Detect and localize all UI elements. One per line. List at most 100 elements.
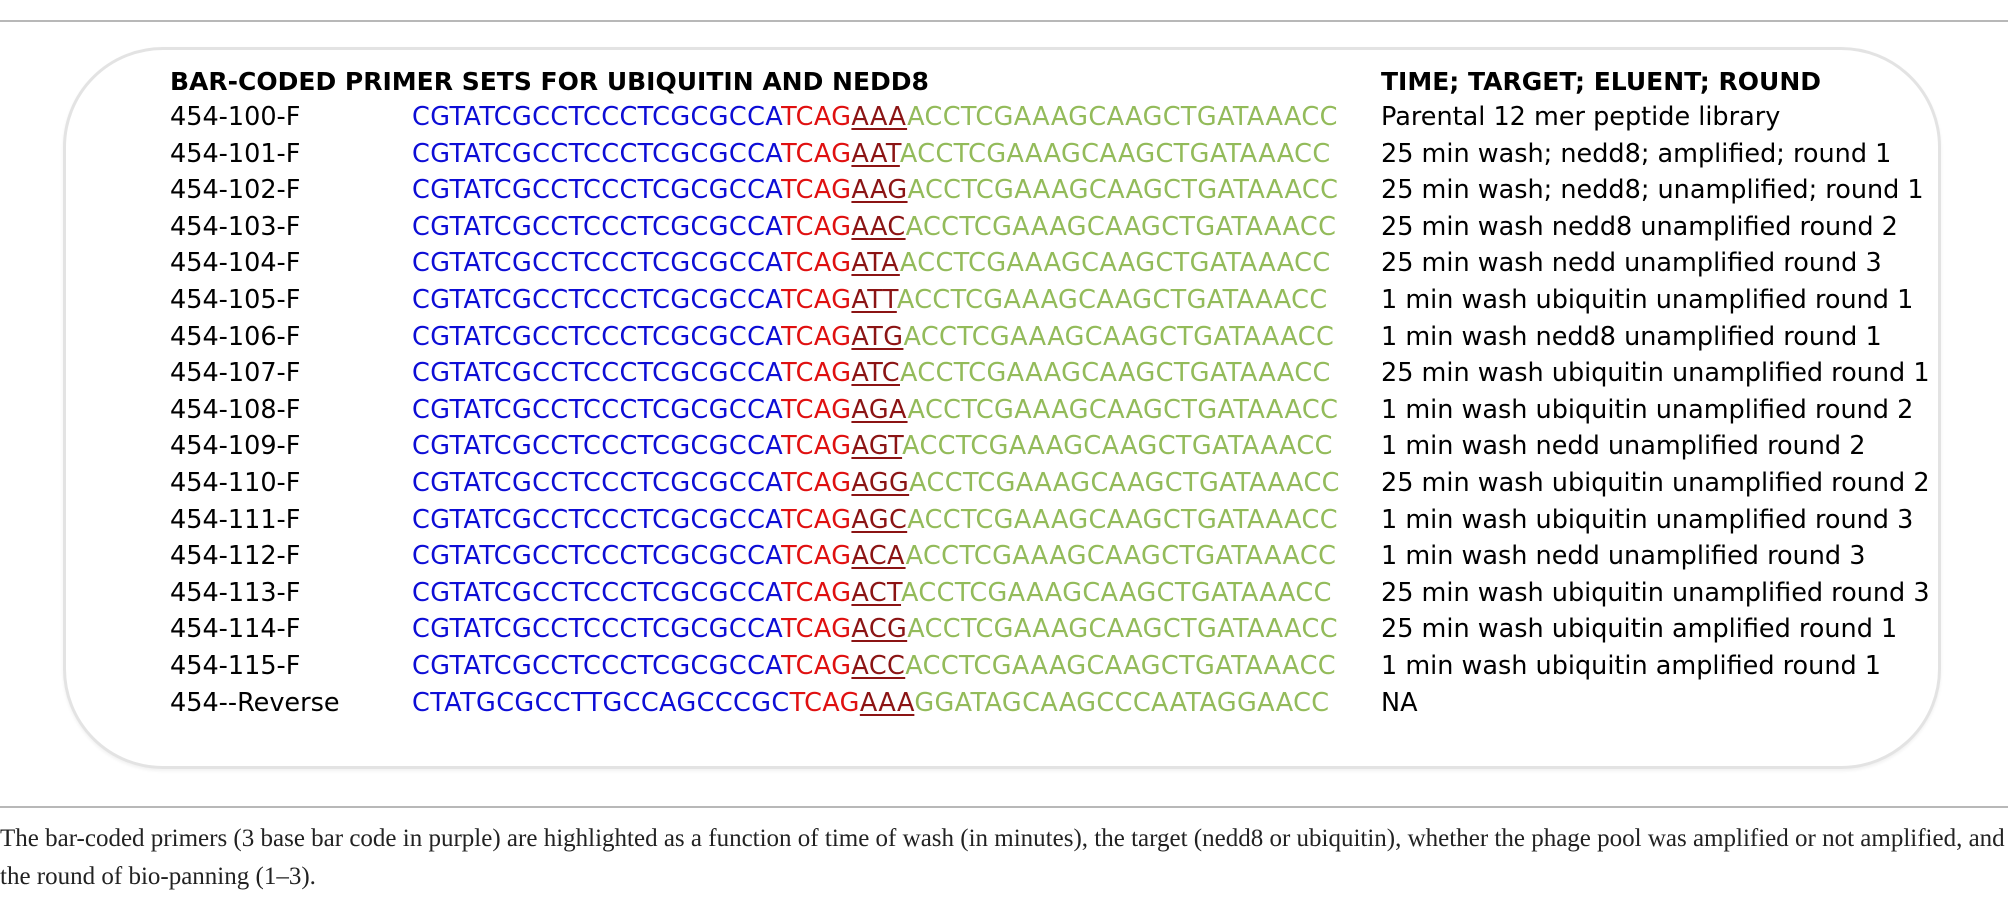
sequence-key: TCAG bbox=[781, 138, 852, 169]
sequence-barcode: AGA bbox=[851, 394, 908, 425]
sequence-barcode: AAC bbox=[851, 211, 906, 242]
table-row: 454-103-F CGTATCGCCTCCCTCGCGCCATCAGAACAC… bbox=[0, 211, 2008, 248]
sequence-barcode: AGC bbox=[851, 504, 908, 535]
primer-name: 454-106-F bbox=[170, 321, 301, 352]
condition-description: 25 min wash ubiquitin unamplified round … bbox=[1381, 358, 1930, 389]
sequence-barcode: ACA bbox=[851, 541, 906, 572]
sequence-key: TCAG bbox=[781, 467, 852, 498]
sequence-5prime: CGTATCGCCTCCCTCGCGCCA bbox=[412, 284, 782, 315]
condition-description: 1 min wash nedd8 unamplified round 1 bbox=[1381, 321, 1882, 352]
table-row: 454--Reverse CTATGCGCCTTGCCAGCCCGCTCAGAA… bbox=[0, 687, 2008, 724]
sequence-5prime: CGTATCGCCTCCCTCGCGCCA bbox=[412, 358, 782, 389]
primer-sequence: CGTATCGCCTCCCTCGCGCCATCAGAATACCTCGAAAGCA… bbox=[412, 138, 1331, 171]
sequence-3prime: ACCTCGAAAGCAAGCTGATAAACC bbox=[899, 138, 1331, 169]
table-row: 454-102-F CGTATCGCCTCCCTCGCGCCATCAGAAGAC… bbox=[0, 174, 2008, 211]
sequence-3prime: ACCTCGAAAGCAAGCTGATAAACC bbox=[905, 541, 1337, 572]
primer-sequence: CGTATCGCCTCCCTCGCGCCATCAGAGAACCTCGAAAGCA… bbox=[412, 394, 1338, 427]
sequence-5prime: CGTATCGCCTCCCTCGCGCCA bbox=[412, 467, 782, 498]
sequence-5prime: CGTATCGCCTCCCTCGCGCCA bbox=[412, 541, 782, 572]
primer-sequence: CGTATCGCCTCCCTCGCGCCATCAGAGTACCTCGAAAGCA… bbox=[412, 430, 1333, 463]
sequence-3prime: ACCTCGAAAGCAAGCTGATAAACC bbox=[899, 248, 1331, 279]
sequence-key: TCAG bbox=[781, 577, 852, 608]
sequence-barcode: ATG bbox=[851, 321, 904, 352]
condition-description: 25 min wash ubiquitin amplified round 1 bbox=[1381, 614, 1898, 645]
sequence-5prime: CGTATCGCCTCCCTCGCGCCA bbox=[412, 504, 782, 535]
table-row: 454-109-F CGTATCGCCTCCCTCGCGCCATCAGAGTAC… bbox=[0, 430, 2008, 467]
condition-description: 25 min wash nedd unamplified round 3 bbox=[1381, 248, 1882, 279]
sequence-key: TCAG bbox=[781, 284, 852, 315]
condition-description: 25 min wash; nedd8; amplified; round 1 bbox=[1381, 138, 1892, 169]
sequence-key: TCAG bbox=[781, 321, 852, 352]
sequence-5prime: CGTATCGCCTCCCTCGCGCCA bbox=[412, 431, 782, 462]
table-row: 454-104-F CGTATCGCCTCCCTCGCGCCATCAGATAAC… bbox=[0, 247, 2008, 284]
top-divider bbox=[0, 20, 2008, 22]
sequence-3prime: ACCTCGAAAGCAAGCTGATAAACC bbox=[909, 467, 1340, 498]
sequence-key: TCAG bbox=[789, 687, 860, 718]
sequence-key: TCAG bbox=[781, 614, 852, 645]
sequence-key: TCAG bbox=[781, 358, 852, 389]
primer-name: 454-101-F bbox=[170, 138, 301, 169]
primer-sequence: CGTATCGCCTCCCTCGCGCCATCAGACGACCTCGAAAGCA… bbox=[412, 613, 1338, 646]
sequence-barcode: ACT bbox=[851, 577, 902, 608]
sequence-barcode: AAA bbox=[859, 687, 915, 718]
condition-description: 1 min wash ubiquitin unamplified round 3 bbox=[1381, 504, 1914, 535]
condition-description: 25 min wash ubiquitin unamplified round … bbox=[1381, 577, 1930, 608]
primer-sequence: CGTATCGCCTCCCTCGCGCCATCAGAGGACCTCGAAAGCA… bbox=[412, 467, 1340, 500]
sequence-5prime: CGTATCGCCTCCCTCGCGCCA bbox=[412, 577, 782, 608]
sequence-5prime: CGTATCGCCTCCCTCGCGCCA bbox=[412, 321, 782, 352]
table-row: 454-107-F CGTATCGCCTCCCTCGCGCCATCAGATCAC… bbox=[0, 357, 2008, 394]
sequence-3prime: ACCTCGAAAGCAAGCTGATAAACC bbox=[905, 650, 1336, 681]
sequence-barcode: AAA bbox=[851, 102, 908, 132]
condition-description: 25 min wash; nedd8; unamplified; round 1 bbox=[1381, 175, 1924, 206]
primer-sequence: CGTATCGCCTCCCTCGCGCCATCAGAGCACCTCGAAAGCA… bbox=[412, 504, 1338, 537]
sequence-5prime: CGTATCGCCTCCCTCGCGCCA bbox=[412, 614, 782, 645]
primer-sequence: CGTATCGCCTCCCTCGCGCCATCAGAACACCTCGAAAGCA… bbox=[412, 211, 1336, 244]
primer-sequence: CGTATCGCCTCCCTCGCGCCATCAGATAACCTCGAAAGCA… bbox=[412, 247, 1331, 280]
primer-name: 454-114-F bbox=[170, 614, 301, 645]
sequence-key: TCAG bbox=[781, 175, 852, 206]
sequence-barcode: ATT bbox=[851, 284, 897, 315]
table-caption: The bar-coded primers (3 base bar code i… bbox=[0, 825, 2005, 890]
condition-description: 25 min wash nedd8 unamplified round 2 bbox=[1381, 211, 1898, 242]
primer-name: 454-108-F bbox=[170, 394, 301, 425]
primer-name: 454-112-F bbox=[170, 541, 301, 572]
primer-name: 454-109-F bbox=[170, 431, 301, 462]
primer-name: 454-107-F bbox=[170, 358, 301, 389]
condition-description: 1 min wash nedd unamplified round 2 bbox=[1381, 431, 1866, 462]
primer-name: 454-104-F bbox=[170, 248, 301, 279]
sequence-barcode: AAT bbox=[851, 138, 900, 169]
condition-description: 25 min wash ubiquitin unamplified round … bbox=[1381, 467, 1930, 498]
sequence-3prime: ACCTCGAAAGCAAGCTGATAAACC bbox=[907, 504, 1338, 535]
sequence-barcode: AGT bbox=[851, 431, 903, 462]
sequence-3prime: ACCTCGAAAGCAAGCTGATAAACC bbox=[903, 321, 1335, 352]
table-row: 454-101-F CGTATCGCCTCCCTCGCGCCATCAGAATAC… bbox=[0, 138, 2008, 175]
primer-sequence: CGTATCGCCTCCCTCGCGCCATCAGATCACCTCGAAAGCA… bbox=[412, 357, 1331, 390]
sequence-3prime: ACCTCGAAAGCAAGCTGATAAACC bbox=[902, 431, 1333, 462]
table-row: 454-112-F CGTATCGCCTCCCTCGCGCCATCAGACAAC… bbox=[0, 540, 2008, 577]
primer-name: 454-100-F bbox=[170, 102, 301, 132]
sequence-3prime: ACCTCGAAAGCAAGCTGATAAACC bbox=[896, 284, 1328, 315]
sequence-barcode: ATC bbox=[851, 358, 900, 389]
table-row: 454-115-F CGTATCGCCTCCCTCGCGCCATCAGACCAC… bbox=[0, 650, 2008, 687]
sequence-3prime: ACCTCGAAAGCAAGCTGATAAACC bbox=[907, 614, 1338, 645]
sequence-key: TCAG bbox=[781, 248, 852, 279]
primer-sets-heading: BAR-CODED PRIMER SETS FOR UBIQUITIN AND … bbox=[170, 67, 929, 96]
table-row: 454-113-F CGTATCGCCTCCCTCGCGCCATCAGACTAC… bbox=[0, 577, 2008, 614]
primer-sequence: CGTATCGCCTCCCTCGCGCCATCAGAAGACCTCGAAAGCA… bbox=[412, 174, 1338, 207]
sequence-key: TCAG bbox=[781, 504, 852, 535]
primer-sequence: CGTATCGCCTCCCTCGCGCCATCAGATTACCTCGAAAGCA… bbox=[412, 284, 1328, 317]
table-row: 454-111-F CGTATCGCCTCCCTCGCGCCATCAGAGCAC… bbox=[0, 504, 2008, 541]
sequence-barcode: AGG bbox=[851, 467, 910, 498]
sequence-3prime: ACCTCGAAAGCAAGCTGATAAACC bbox=[907, 175, 1339, 206]
condition-description: 1 min wash ubiquitin amplified round 1 bbox=[1381, 650, 1882, 681]
sequence-3prime: ACCTCGAAAGCAAGCTGATAAACC bbox=[901, 577, 1332, 608]
bottom-divider bbox=[0, 806, 2008, 808]
primer-sequence: CGTATCGCCTCCCTCGCGCCATCAGACTACCTCGAAAGCA… bbox=[412, 577, 1332, 610]
sequence-5prime: CGTATCGCCTCCCTCGCGCCA bbox=[412, 175, 782, 206]
sequence-3prime: ACCTCGAAAGCAAGCTGATAAACC bbox=[899, 358, 1331, 389]
sequence-3prime: GGATAGCAAGCCCAATAGGAACC bbox=[914, 687, 1330, 718]
primer-sequence: CGTATCGCCTCCCTCGCGCCATCAGACCACCTCGAAAGCA… bbox=[412, 650, 1336, 683]
table-row: 454-110-F CGTATCGCCTCCCTCGCGCCATCAGAGGAC… bbox=[0, 467, 2008, 504]
sequence-5prime: CGTATCGCCTCCCTCGCGCCA bbox=[412, 138, 782, 169]
table-row: 454-100-F CGTATCGCCTCCCTCGCGCCATCAGAAAAC… bbox=[0, 101, 2008, 138]
